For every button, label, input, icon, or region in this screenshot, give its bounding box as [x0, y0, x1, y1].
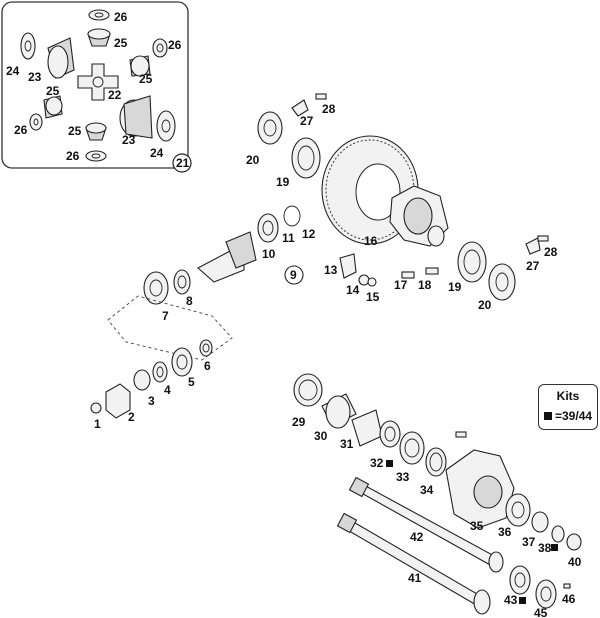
label-8: 8: [186, 294, 193, 308]
label-24: 24: [6, 64, 20, 78]
label-15: 15: [366, 290, 380, 304]
label-10: 10: [262, 247, 276, 261]
label-19: 19: [448, 280, 462, 294]
label-21: 21: [176, 156, 190, 170]
label-23: 23: [28, 70, 42, 84]
pinion-assembly: [90, 205, 301, 419]
label-14: 14: [346, 283, 360, 297]
lower-assembly: [293, 373, 582, 615]
label-46: 46: [562, 592, 576, 606]
label-29: 29: [292, 415, 306, 429]
label-7: 7: [162, 309, 169, 323]
label-22: 22: [108, 88, 122, 102]
label-13: 13: [324, 263, 338, 277]
label-25: 25: [114, 36, 128, 50]
label-17: 17: [394, 278, 408, 292]
label-38: 38: [538, 541, 552, 555]
label-1: 1: [94, 417, 101, 431]
label-37: 37: [522, 535, 536, 549]
kits-entry-text: =39/44: [555, 409, 593, 423]
label-24: 24: [150, 146, 164, 160]
label-31: 31: [340, 437, 354, 451]
label-25: 25: [46, 84, 60, 98]
label-16: 16: [364, 234, 378, 248]
ring-gear-assembly: [257, 93, 549, 301]
label-26: 26: [66, 149, 80, 163]
kits-legend: Kits =39/44: [538, 384, 598, 430]
label-30: 30: [314, 429, 328, 443]
label-19: 19: [276, 175, 290, 189]
label-34: 34: [420, 483, 434, 497]
label-35: 35: [470, 519, 484, 533]
label-33: 33: [396, 470, 410, 484]
label-18: 18: [418, 278, 432, 292]
label-4: 4: [164, 383, 171, 397]
label-40: 40: [568, 555, 582, 569]
label-25: 25: [139, 72, 153, 86]
label-28: 28: [322, 102, 336, 116]
label-26: 26: [14, 123, 28, 137]
label-20: 20: [478, 298, 492, 312]
label-2: 2: [128, 410, 135, 424]
kits-entry: =39/44: [544, 409, 592, 423]
label-12: 12: [302, 227, 316, 241]
label-42: 42: [410, 530, 424, 544]
label-45: 45: [534, 606, 548, 618]
kit-marker-icon: [544, 412, 552, 420]
label-11: 11: [282, 231, 295, 245]
label-3: 3: [148, 394, 155, 408]
label-27: 27: [526, 259, 540, 273]
label-27: 27: [300, 114, 314, 128]
label-20: 20: [246, 153, 260, 167]
inset-parts: [20, 9, 192, 173]
label-25: 25: [68, 124, 82, 138]
label-23: 23: [122, 133, 136, 147]
label-26: 26: [114, 10, 128, 24]
label-36: 36: [498, 525, 512, 539]
label-41: 41: [408, 571, 422, 585]
label-9: 9: [290, 268, 297, 282]
label-5: 5: [188, 375, 195, 389]
label-6: 6: [204, 359, 211, 373]
label-32: 32: [370, 456, 384, 470]
label-28: 28: [544, 245, 558, 259]
label-43: 43: [504, 593, 518, 607]
label-26: 26: [168, 38, 182, 52]
kits-title: Kits: [556, 389, 580, 403]
